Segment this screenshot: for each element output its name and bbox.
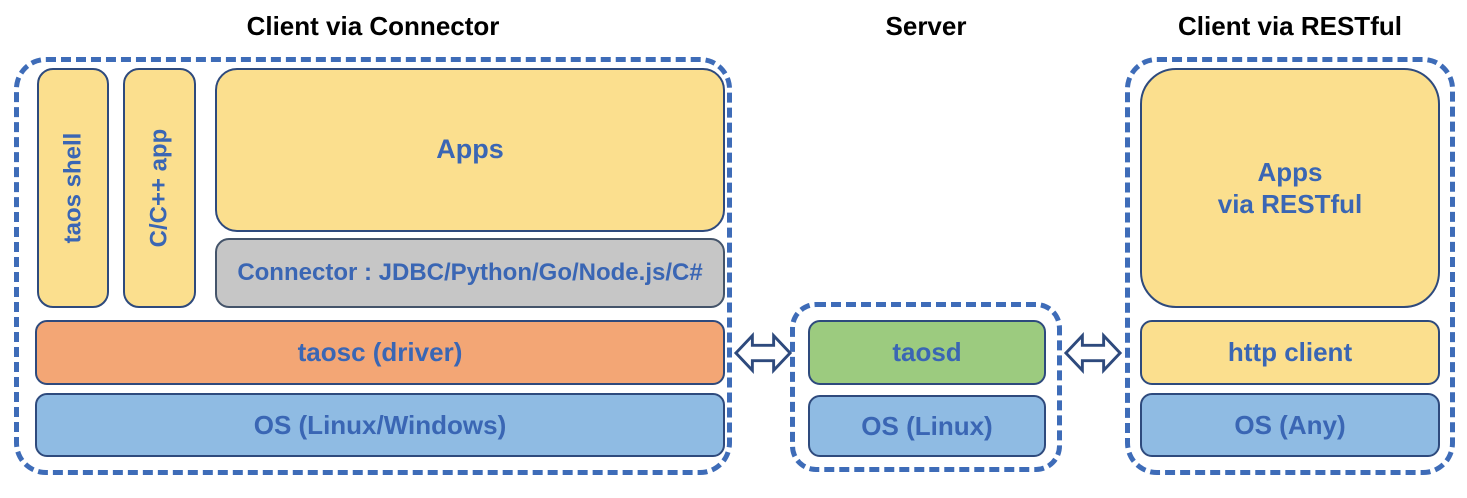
os-any-label: OS (Any) <box>1234 409 1346 440</box>
client-restful-group <box>1125 57 1455 475</box>
taosd-label: taosd <box>892 337 962 368</box>
client-connector-group <box>14 57 732 475</box>
cpp-app-label: C/C++ app <box>145 128 173 248</box>
double-arrow-icon <box>734 330 792 376</box>
connector-label: Connector : JDBC/Python/Go/Node.js/C# <box>237 259 703 286</box>
taos-shell-box: taos shell <box>37 68 109 308</box>
section-title-server: Server <box>885 11 967 41</box>
apps-via-restful-label-line2: via RESTful <box>1217 189 1363 219</box>
os-linux-windows-box: OS (Linux/Windows) <box>35 393 725 457</box>
section-title-client-connector: Client via Connector <box>246 11 500 41</box>
taos-shell-label: taos shell <box>59 132 86 244</box>
section-title-client-restful: Client via RESTful <box>1178 11 1402 41</box>
os-any-box: OS (Any) <box>1140 393 1440 457</box>
os-linux-label: OS (Linux) <box>861 410 993 441</box>
apps-label: Apps <box>436 134 504 165</box>
taosc-driver-box: taosc (driver) <box>35 320 725 385</box>
os-linux-box: OS (Linux) <box>808 395 1046 457</box>
connector-box: Connector : JDBC/Python/Go/Node.js/C# <box>215 238 725 308</box>
apps-box: Apps <box>215 68 725 232</box>
server-group <box>790 302 1062 472</box>
http-client-label: http client <box>1227 337 1353 368</box>
taosc-driver-label: taosc (driver) <box>297 337 463 368</box>
os-linux-windows-label: OS (Linux/Windows) <box>253 409 507 440</box>
double-arrow-icon <box>1064 330 1122 376</box>
taosd-box: taosd <box>808 320 1046 385</box>
cpp-app-box: C/C++ app <box>123 68 196 308</box>
apps-via-restful-box: Apps via RESTful <box>1140 68 1440 308</box>
apps-via-restful-label-line1: Apps <box>1257 156 1323 187</box>
http-client-box: http client <box>1140 320 1440 385</box>
